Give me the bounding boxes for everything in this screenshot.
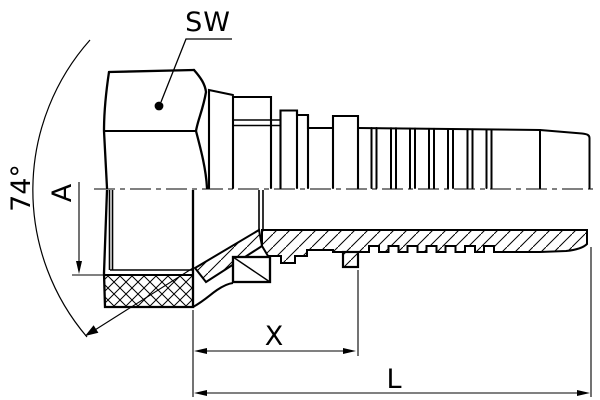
hose-tail-wall-section	[258, 190, 588, 269]
l-arrow-left	[194, 390, 207, 396]
sw-leader-dot	[154, 101, 164, 111]
l-dimension	[194, 247, 592, 397]
cone-flank-extension-line	[86, 267, 194, 336]
a-dimension	[72, 182, 106, 276]
hose-tail-barbs	[357, 127, 591, 189]
label-x: X	[265, 321, 284, 352]
label-l: L	[386, 364, 401, 395]
hex-nut-outline	[102, 68, 209, 190]
collar-skirt-lip-section	[341, 250, 360, 269]
l-arrow-right	[577, 390, 590, 396]
label-sw: SW	[185, 7, 231, 38]
sw-leader	[154, 38, 232, 111]
label-cone-angle: 74°	[6, 164, 37, 212]
crimp-collar-section	[231, 255, 272, 284]
x-arrow-left	[194, 348, 207, 354]
x-arrow-right	[343, 348, 356, 354]
angle-arc	[32, 39, 91, 338]
nipple-stud-and-collar	[207, 88, 360, 190]
angle-arrowhead	[85, 325, 99, 336]
a-arrowhead	[76, 261, 82, 274]
cone-angle-dimension	[32, 39, 194, 338]
nut-section	[102, 189, 195, 309]
x-dimension	[192, 270, 359, 397]
label-a: A	[47, 183, 78, 202]
nut-section-hatch	[104, 275, 193, 307]
